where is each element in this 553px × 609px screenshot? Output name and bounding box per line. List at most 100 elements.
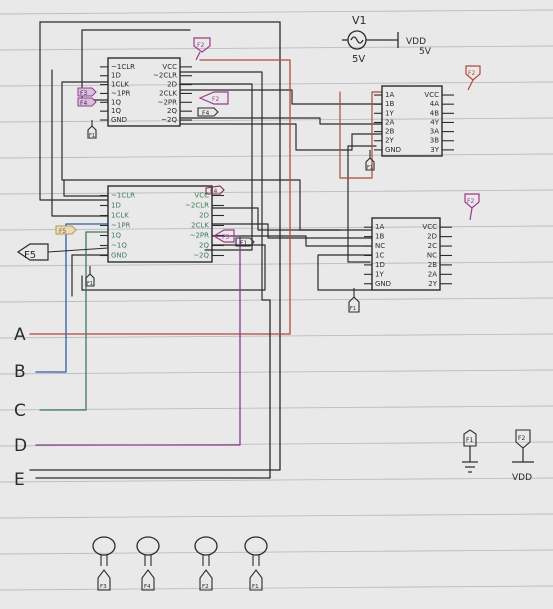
ruled-line-7 [0,261,553,267]
source-rail-value: 5V [419,47,432,57]
u4-left-pin-label: 1B [375,233,384,241]
u1-left-pin-label: ~1CLR [111,63,135,71]
svg-text:F2: F2 [212,96,219,103]
ruled-line-2 [0,81,553,87]
u1-right-pin-label: 2Q [167,107,177,115]
ruled-line-0 [0,9,553,15]
lamp-bulb-icon [244,536,268,556]
lamp-bulb-icon [136,536,160,556]
wire-input-b [35,223,109,373]
flag-f4-u1: F4 [77,97,97,107]
flag-f3-u2-right: F3 [212,229,235,243]
u3-left-pin-label: 1Y [385,109,394,117]
u3-left-pin-label: 2B [385,128,394,136]
wire-outer-top [29,21,281,471]
ruled-line-15 [0,549,553,555]
svg-text:F3: F3 [222,234,229,241]
u1-right-pin-label: 2D [167,81,177,89]
voltage-source-v1 [342,30,399,50]
input-label-a: A [14,325,26,345]
svg-text:F2: F2 [197,42,204,49]
u1-left-pin-label: 1Q [111,107,121,115]
lamp-bulb-icon [92,536,116,556]
input-label-c: C [14,401,26,421]
input-label-d: D [14,436,27,456]
u3-body [381,85,443,157]
input-labels: A B C D E [14,325,27,490]
wire-u1-to-u3-b [179,117,383,125]
ruled-line-16 [0,585,553,591]
wire-input-e [35,299,271,479]
u4-right-pin-label: VCC [422,223,437,231]
svg-text:F2: F2 [518,435,525,442]
u4-left-pin-label: 1A [375,223,384,231]
wire-input-c [39,231,109,411]
ic-u2-dual-d-flipflop: ~1CLR1D1CLK~1PR1Q~1QGNDVCC~2CLR2D2CLK~2P… [100,185,224,263]
u2-left-pin-label: ~1CLR [111,192,135,200]
ruled-line-13 [0,477,553,483]
u3-right-pin-label: 3A [430,128,439,136]
lamp-flag [97,569,111,591]
u1-right-pin-label: 2CLK [159,89,177,97]
wire-u1-right-a [179,71,271,301]
svg-text:F1: F1 [240,240,247,247]
svg-text:F1: F1 [367,165,373,171]
lamp-2: F2 [194,536,218,591]
lamp-flag [141,569,155,591]
flag-f3-u1: F3 [77,87,97,97]
u1-left-pin-label: ~1PR [111,89,131,97]
flag-f5-left: F5 [16,243,109,261]
svg-text:F2: F2 [467,198,474,205]
flag-f2-u3: F2 [465,65,481,91]
u2-right-pin-label: 2D [199,212,209,220]
lamp-flag [199,569,213,591]
u1-right-pin-label: ~2PR [158,98,178,106]
u4-right-pin-label: 2D [427,233,437,241]
lamp-flag-label: F2 [202,584,209,590]
u4-left-pin-label: 1D [375,261,385,269]
svg-text:F5: F5 [59,228,66,235]
svg-text:F1: F1 [466,437,473,444]
ruled-line-1 [0,45,553,51]
u2-left-pin-label: ~1PR [111,222,131,230]
wire-u1-to-u3-c [179,123,383,151]
u2-left-pin-label: 1Q [111,232,121,240]
u1-right-pin-label: ~2CLR [153,72,177,80]
input-label-b: B [14,362,26,382]
wire-u2-to-u4 [211,207,373,231]
wire-input-a-branch [339,91,383,179]
wire-left-loop [39,21,109,201]
ruled-line-9 [0,333,553,339]
flag-f1-u1-gnd: F1 [87,120,97,139]
ruled-line-10 [0,369,553,375]
u4-left-pin-label: 1Y [375,270,384,278]
ruled-line-14 [0,513,553,519]
lamp-flag-label: F1 [252,584,259,590]
u4-left-pin-label: GND [375,280,391,288]
u4-left-pin-label: NC [375,242,385,250]
ruled-line-11 [0,405,553,411]
svg-text:F4: F4 [202,110,209,117]
u3-right-pin-label: 4Y [430,118,439,126]
source-value: 5V [352,54,365,65]
wire-input-d [35,235,241,446]
lamp-0: F3 [92,536,116,591]
ic-u1-dual-d-flipflop: ~1CLR1D1CLK~1PR1Q1QGNDVCC~2CLR2D2CLK~2PR… [100,57,192,127]
u2-right-pin-label: VCC [194,192,209,200]
u3-left-pin-label: 1B [385,100,394,108]
flag-f2-u1-right: F2 [198,91,229,105]
wire-left-loop-2 [51,69,109,217]
wiring [29,21,383,479]
legend-vdd: F2 VDD [512,429,534,483]
u2-right-pin-label: 2Q [199,242,209,250]
source-rail-label: VDD [406,37,426,47]
wire-u2-to-u4-b [211,223,373,239]
u4-right-pin-label: 2Y [428,280,437,288]
u4-right-pin-label: 2A [428,270,437,278]
u2-right-pin-label: ~2CLR [185,202,209,210]
wire-u1-right-b [179,83,253,251]
wire-u2-to-u4-c [211,235,373,247]
wire-input-a [29,59,291,335]
svg-text:F1: F1 [350,306,356,312]
